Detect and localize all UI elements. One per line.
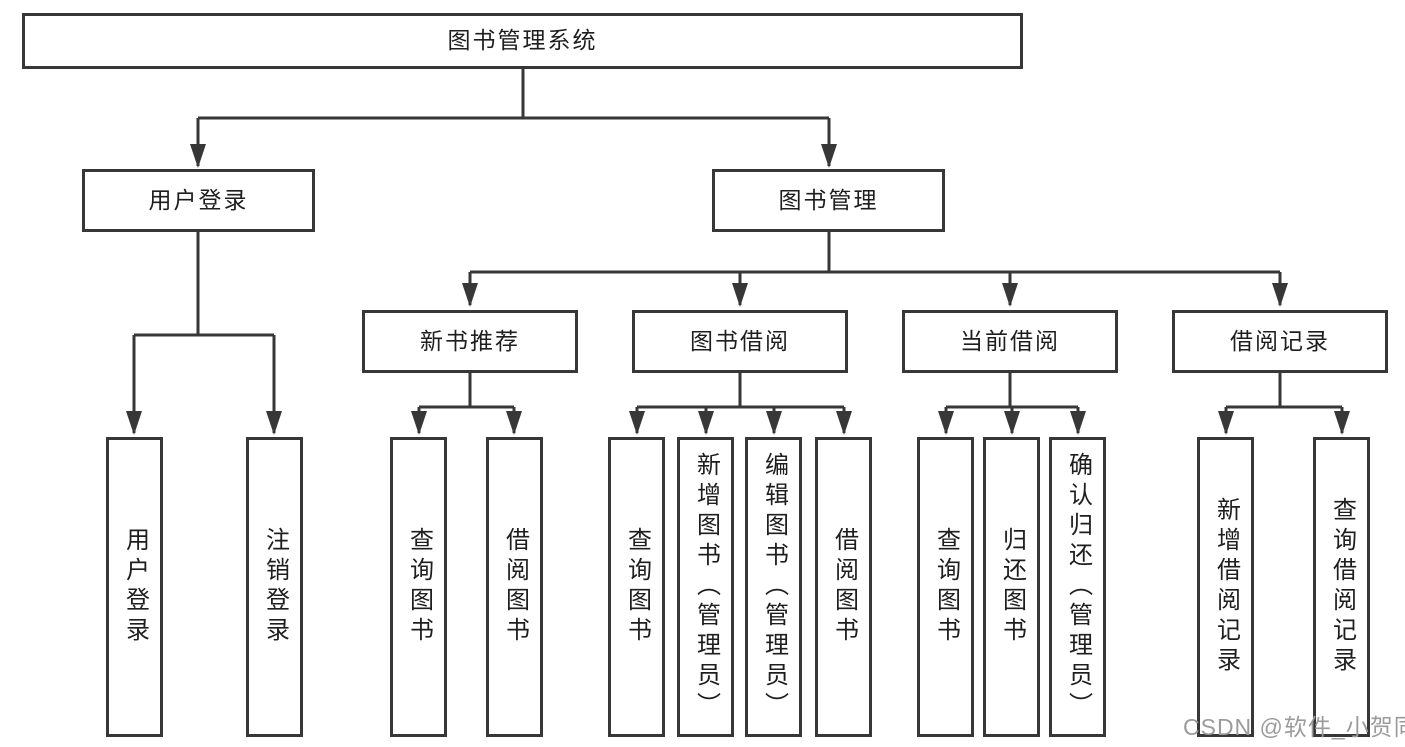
node-book-borrowing: 图书借阅 [632, 310, 848, 373]
leaf-return-book: 归还图书 [983, 437, 1040, 737]
connector-rails [134, 69, 1342, 409]
leaf-borrow-book: 借阅图书 [815, 437, 872, 737]
node-current-borrowing: 当前借阅 [902, 310, 1118, 373]
leaf-borrow-book-recommend: 借阅图书 [486, 437, 543, 737]
leaf-logout: 注销登录 [246, 437, 303, 737]
leaf-edit-book-admin: 编辑图书（管理员） [745, 437, 802, 737]
leaf-query-book-current: 查询图书 [917, 437, 974, 737]
leaf-query-book-borrowing: 查询图书 [608, 437, 665, 737]
leaf-query-book-recommend: 查询图书 [390, 437, 447, 737]
leaf-add-borrow-record: 新增借阅记录 [1197, 437, 1254, 737]
node-root-library-system: 图书管理系统 [22, 13, 1023, 69]
node-user-login-module: 用户登录 [82, 169, 315, 232]
leaf-user-login: 用户登录 [106, 437, 163, 737]
leaf-add-book-admin: 新增图书（管理员） [677, 437, 734, 737]
csdn-watermark: CSDN @软件_小贺同学 [1183, 714, 1405, 740]
leaf-query-borrow-record: 查询借阅记录 [1313, 437, 1370, 737]
node-book-management-module: 图书管理 [712, 169, 945, 232]
node-new-book-recommendation: 新书推荐 [362, 310, 578, 373]
node-borrowing-records: 借阅记录 [1172, 310, 1388, 373]
leaf-confirm-return-admin: 确认归还（管理员） [1049, 437, 1106, 737]
